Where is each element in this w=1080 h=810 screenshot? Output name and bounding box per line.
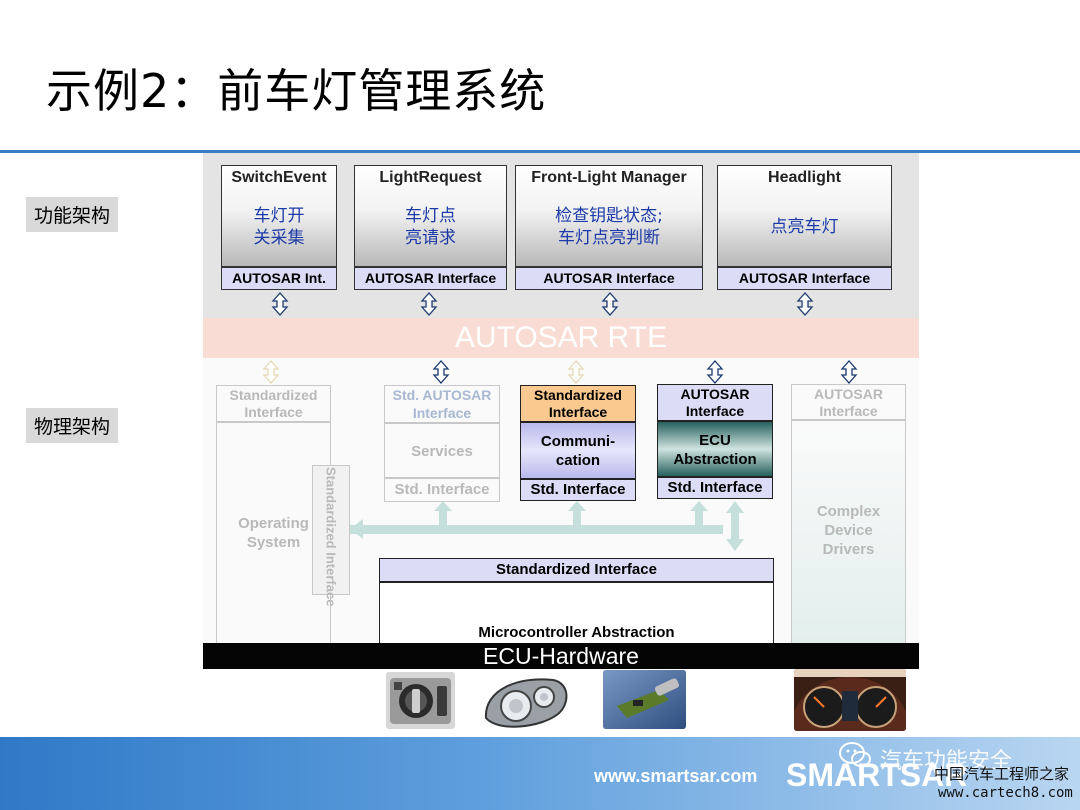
swc-interface: AUTOSAR Interface — [515, 267, 703, 290]
cdd-interface: AUTOSAR Interface — [791, 384, 906, 420]
watermark-text-2: 中国汽车工程师之家 — [934, 765, 1070, 783]
ecu-label-line: ECU — [699, 432, 731, 449]
footer-band — [0, 737, 1080, 810]
ecu-hardware-bar: ECU-Hardware — [203, 643, 919, 669]
services-block: Services — [384, 423, 500, 478]
swc-description: 车灯点 — [405, 206, 456, 226]
rte-bar: AUTOSAR RTE — [203, 318, 919, 358]
os-interface: Standardized Interface — [216, 385, 331, 422]
ecu-interface-line: AUTOSAR — [680, 386, 750, 402]
cdd-label-line: Device — [824, 522, 873, 539]
services-interface-line: Std. AUTOSAR — [392, 387, 492, 403]
swc-title: LightRequest — [379, 169, 482, 186]
comm-interface: Standardized Interface — [520, 385, 636, 422]
swc-title: SwitchEvent — [231, 169, 327, 186]
communication-block: Communi- cation — [520, 422, 636, 479]
ecu-interface-line: Interface — [685, 403, 745, 419]
comm-label-line: Communi- — [540, 433, 616, 450]
cdd-label-line: Complex — [816, 503, 881, 520]
physical-architecture-label: 物理架构 — [26, 408, 119, 443]
swc-description: 关采集 — [253, 228, 305, 248]
complex-device-drivers-block: Complex Device Drivers — [791, 420, 906, 644]
mcal-interface: Standardized Interface — [379, 558, 774, 582]
swc-interface: AUTOSAR Interface — [354, 267, 507, 290]
microcontroller-abstraction-block: Microcontroller Abstraction — [379, 582, 774, 644]
title-divider — [0, 150, 1080, 153]
watermark-url: www.cartech8.com — [938, 785, 1073, 801]
os-side-interface-label: Standardized Interface — [323, 467, 339, 607]
os-label-line: System — [246, 534, 301, 551]
swc-light-request: LightRequest 车灯点 亮请求 — [354, 165, 507, 267]
up-down-arrow-icon — [263, 360, 279, 384]
up-down-arrow-icon — [602, 292, 618, 316]
wechat-icon — [839, 742, 871, 767]
services-interface-line: Interface — [412, 405, 472, 421]
footer-url[interactable]: www.smartsar.com — [594, 766, 758, 786]
os-interface-line: Standardized — [229, 387, 318, 403]
swc-description: 车灯点亮判断 — [558, 228, 660, 248]
cdd-interface-line: AUTOSAR — [814, 386, 883, 402]
ecu-label-line: Abstraction — [673, 451, 757, 468]
os-side-interface: Standardized Interface — [312, 465, 350, 607]
cdd-interface-line: Interface — [819, 403, 878, 419]
headlamp-photo — [478, 670, 573, 733]
up-down-arrow-icon — [272, 292, 288, 316]
comm-interface-line: Standardized — [534, 387, 622, 403]
watermark-text: 汽车功能安全 — [880, 749, 1013, 774]
connector-arrows — [263, 292, 857, 551]
up-down-arrow-icon — [707, 360, 723, 384]
os-label-line: Operating — [238, 515, 309, 532]
ecu-std-interface: Std. Interface — [657, 477, 773, 499]
ecu-interface: AUTOSAR Interface — [657, 384, 773, 421]
functional-architecture-label: 功能架构 — [26, 197, 119, 232]
swc-description: 车灯开 — [253, 206, 305, 226]
services-std-interface: Std. Interface — [384, 478, 500, 502]
swc-description: 检查钥匙状态; — [555, 206, 663, 226]
footer-brand-logo: SMARTSAR — [786, 757, 968, 793]
swc-headlight: Headlight 点亮车灯 — [717, 165, 892, 267]
services-interface: Std. AUTOSAR Interface — [384, 385, 500, 423]
instrument-cluster-photo — [794, 669, 906, 731]
up-down-arrow-icon — [421, 292, 437, 316]
comm-std-interface: Std. Interface — [520, 479, 636, 501]
os-interface-line: Interface — [244, 404, 303, 420]
cdd-label-line: Drivers — [822, 541, 875, 558]
swc-switch-event: SwitchEvent 车灯开 关采集 — [221, 165, 337, 267]
comm-label-line: cation — [555, 452, 601, 469]
comm-interface-line: Interface — [548, 404, 608, 420]
swc-title: Front-Light Manager — [531, 169, 687, 186]
swc-description: 点亮车灯 — [770, 217, 839, 237]
sensor-board-photo — [603, 670, 686, 729]
up-down-arrow-icon — [797, 292, 813, 316]
up-down-arrow-icon — [568, 360, 584, 384]
slide-title: 示例2：前车灯管理系统 — [46, 64, 547, 118]
autosar-diagram: SwitchEvent 车灯开 关采集 AUTOSAR Int. LightRe… — [203, 153, 919, 669]
swc-description: 亮请求 — [405, 228, 456, 248]
up-down-arrow-icon — [433, 360, 449, 384]
up-down-arrow-icon — [841, 360, 857, 384]
swc-front-light-manager: Front-Light Manager 检查钥匙状态; 车灯点亮判断 — [515, 165, 703, 267]
swc-interface: AUTOSAR Interface — [717, 267, 892, 290]
swc-interface: AUTOSAR Int. — [221, 267, 337, 290]
light-switch-photo — [386, 672, 455, 729]
ecu-abstraction-block: ECU Abstraction — [657, 421, 773, 477]
swc-title: Headlight — [768, 169, 841, 186]
